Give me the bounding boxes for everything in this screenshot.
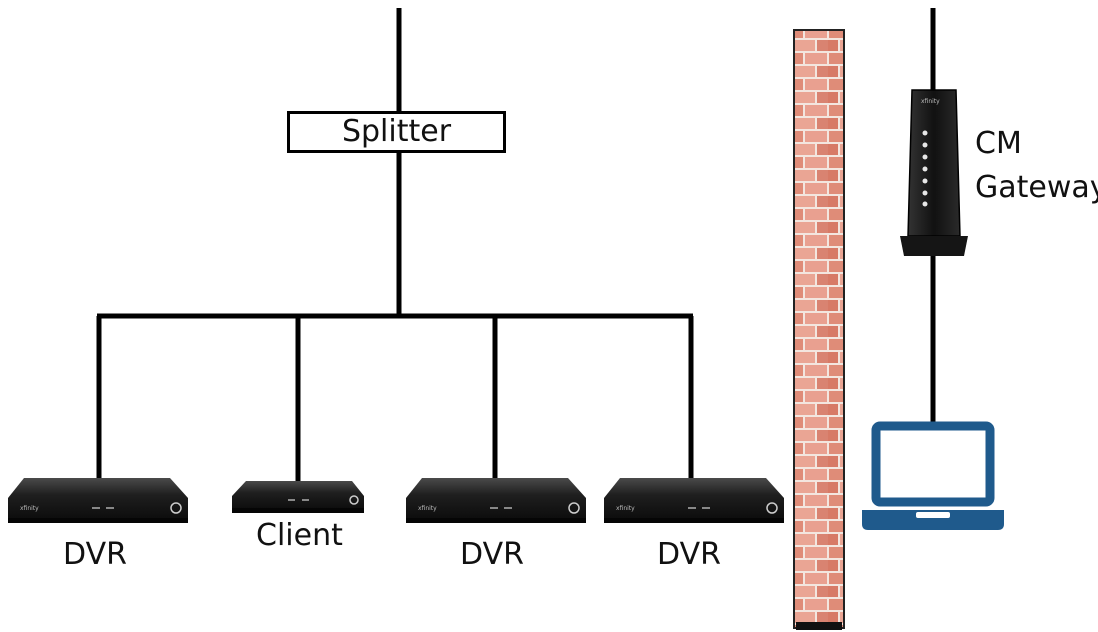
splitter-box: Splitter: [287, 111, 506, 153]
client-box: [232, 481, 364, 513]
dvr-box-3: [604, 478, 784, 523]
device-label-dvr-2: DVR: [460, 537, 524, 572]
gateway-logo: xfinity: [921, 98, 940, 105]
gateway-label-line2: Gateway: [975, 170, 1098, 205]
device-label-dvr-3: DVR: [657, 537, 721, 572]
gateway-status-lights-icon: [922, 130, 928, 207]
laptop-icon: [862, 421, 1004, 530]
dvr-1-logo: xfinity: [20, 505, 39, 512]
dvr-2-logo: xfinity: [418, 505, 437, 512]
brick-wall: [793, 29, 845, 630]
wires-left: [96, 8, 694, 482]
device-label-client: Client: [256, 518, 343, 553]
dvr-3-logo: xfinity: [616, 505, 635, 512]
device-label-dvr-1: DVR: [63, 537, 127, 572]
dvr-box-2: [406, 478, 586, 523]
splitter-label: Splitter: [341, 114, 452, 149]
gateway-label-line1: CM: [975, 126, 1022, 161]
dvr-box-1: [8, 478, 188, 523]
cm-gateway: [900, 89, 968, 256]
